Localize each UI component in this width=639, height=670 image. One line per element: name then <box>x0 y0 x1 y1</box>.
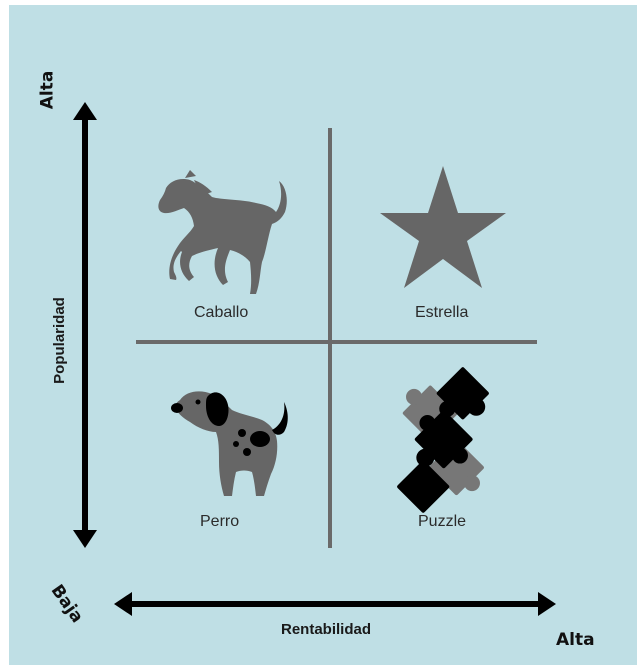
x-axis-title: Rentabilidad <box>281 621 372 638</box>
x-axis-arrow <box>114 592 556 616</box>
quadrant-label-caballo: Caballo <box>194 304 249 321</box>
puzzle-icon <box>397 367 489 513</box>
y-axis-high-label: Alta <box>37 70 58 110</box>
quadrant-label-puzzle: Puzzle <box>418 513 467 530</box>
y-axis-title: Popularidad <box>50 297 68 384</box>
quadrant-label-estrella: Estrella <box>415 304 469 321</box>
x-axis-high-label: Alta <box>556 630 595 650</box>
quadrant-dividers <box>136 128 537 548</box>
horse-icon <box>158 170 287 294</box>
dog-icon <box>171 391 288 496</box>
quadrant-label-perro: Perro <box>200 513 240 530</box>
star-icon <box>380 166 506 288</box>
y-axis-arrow <box>73 102 97 548</box>
matrix-panel <box>9 5 637 665</box>
